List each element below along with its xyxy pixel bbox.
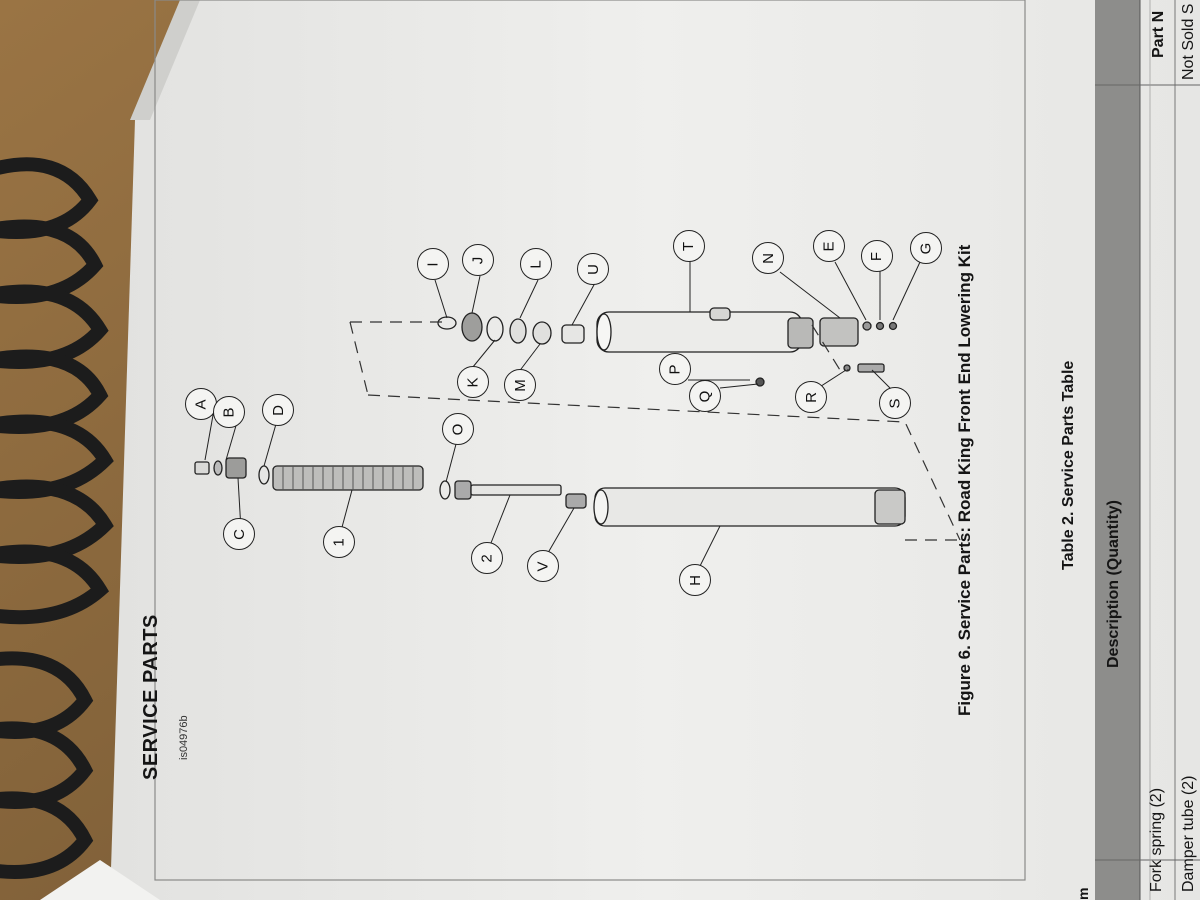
callout-L: L <box>520 248 552 280</box>
document-paper <box>110 0 1200 900</box>
callout-C: C <box>223 518 255 550</box>
callout-J: J <box>462 244 494 276</box>
callout-T: T <box>673 230 705 262</box>
callout-F: F <box>861 240 893 272</box>
callout-O: O <box>442 413 474 445</box>
coil-springs <box>0 157 114 879</box>
callout-B: B <box>213 396 245 428</box>
assembly-guide-lines <box>349 321 961 541</box>
callout-D: D <box>262 394 294 426</box>
callout-H: H <box>679 564 711 596</box>
callout-R: R <box>795 381 827 413</box>
callout-G: G <box>910 232 942 264</box>
service-parts-table-grid <box>1095 0 1200 900</box>
callout-N: N <box>752 242 784 274</box>
callout-E: E <box>813 230 845 262</box>
callout-M: M <box>504 369 536 401</box>
callout-V: V <box>527 550 559 582</box>
callout-U: U <box>577 253 609 285</box>
callout-P: P <box>659 353 691 385</box>
callout-A: A <box>185 388 217 420</box>
callout-K: K <box>457 366 489 398</box>
callout-I: I <box>417 248 449 280</box>
callout-1: 1 <box>323 526 355 558</box>
callout-2: 2 <box>471 542 503 574</box>
callout-S: S <box>879 387 911 419</box>
exploded-parts-diagram <box>194 307 906 527</box>
callout-Q: Q <box>689 380 721 412</box>
figure-border <box>154 0 1026 881</box>
